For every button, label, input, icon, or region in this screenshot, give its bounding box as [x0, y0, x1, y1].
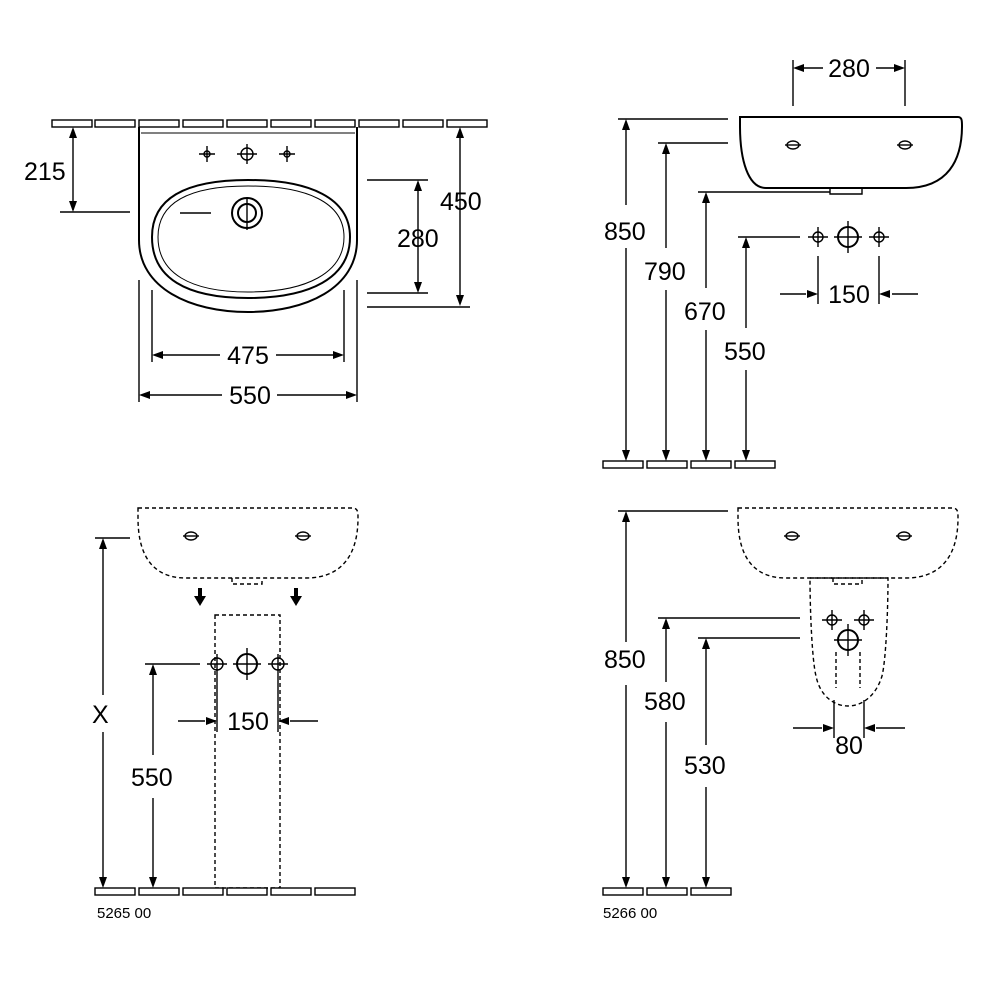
floor-line	[94, 887, 356, 896]
fixing-hole-left-icon	[785, 140, 801, 150]
fixing-hole-right-icon	[897, 140, 913, 150]
pedestal-view: X 550 150 5265 00	[92, 507, 359, 922]
semi-pedestal-view: 850 580 530 80 5266 00	[602, 507, 959, 922]
fixing-hole-left-icon	[784, 531, 800, 541]
dim-bowl-depth: 280	[397, 225, 439, 253]
move-down-arrow-left-icon	[194, 588, 206, 606]
product-code: 5265 00	[97, 905, 151, 922]
semi-pedestal-dashed	[809, 577, 889, 707]
supply-points-icon	[822, 610, 874, 656]
tap-hole-icon	[237, 144, 257, 164]
move-down-arrow-right-icon	[290, 588, 302, 606]
dim-tap-offset: 215	[24, 158, 66, 186]
plan-view: 215 450 280 475 550	[24, 119, 488, 410]
dim-rim-height: 850	[604, 218, 646, 246]
side-tap-hole-right-icon	[279, 146, 295, 162]
basin-outline	[138, 127, 358, 314]
fixing-hole-right-icon	[896, 531, 912, 541]
dim-supply-spacing: 80	[835, 732, 863, 760]
basin-section	[739, 116, 964, 189]
side-view: 280 850 790 670 550	[602, 55, 964, 469]
side-tap-hole-left-icon	[199, 146, 215, 162]
product-code: 5266 00	[603, 905, 657, 922]
dim-supply-spacing: 150	[227, 708, 269, 736]
waste-outlet-icon	[180, 197, 263, 230]
wall-line	[51, 119, 488, 128]
dim-supply-height: 580	[644, 688, 686, 716]
dim-bowl-width: 475	[227, 342, 269, 370]
dim-waste-height: 670	[684, 298, 726, 326]
fixing-hole-right-icon	[295, 531, 311, 541]
dim-rim-height: 850	[604, 646, 646, 674]
dim-supply-height: 550	[724, 338, 766, 366]
dim-fixing-spacing: 280	[828, 55, 870, 83]
floor-line	[602, 460, 776, 469]
dim-width: 550	[229, 382, 271, 410]
basin-front-dashed	[737, 507, 959, 579]
supply-points-icon	[207, 648, 288, 680]
dim-fixing-height: 790	[644, 258, 686, 286]
dim-waste-height: 530	[684, 752, 726, 780]
bowl-outline	[150, 178, 352, 300]
floor-line	[602, 887, 732, 896]
dim-supply-height: 550	[131, 764, 173, 792]
dim-depth: 450	[440, 188, 482, 216]
dim-supply-spacing: 150	[828, 281, 870, 309]
fixing-hole-left-icon	[183, 531, 199, 541]
supply-points-icon	[808, 221, 889, 253]
basin-front-dashed	[137, 507, 359, 579]
dim-variable: X	[92, 701, 109, 729]
bowl-inner-line	[157, 185, 345, 293]
